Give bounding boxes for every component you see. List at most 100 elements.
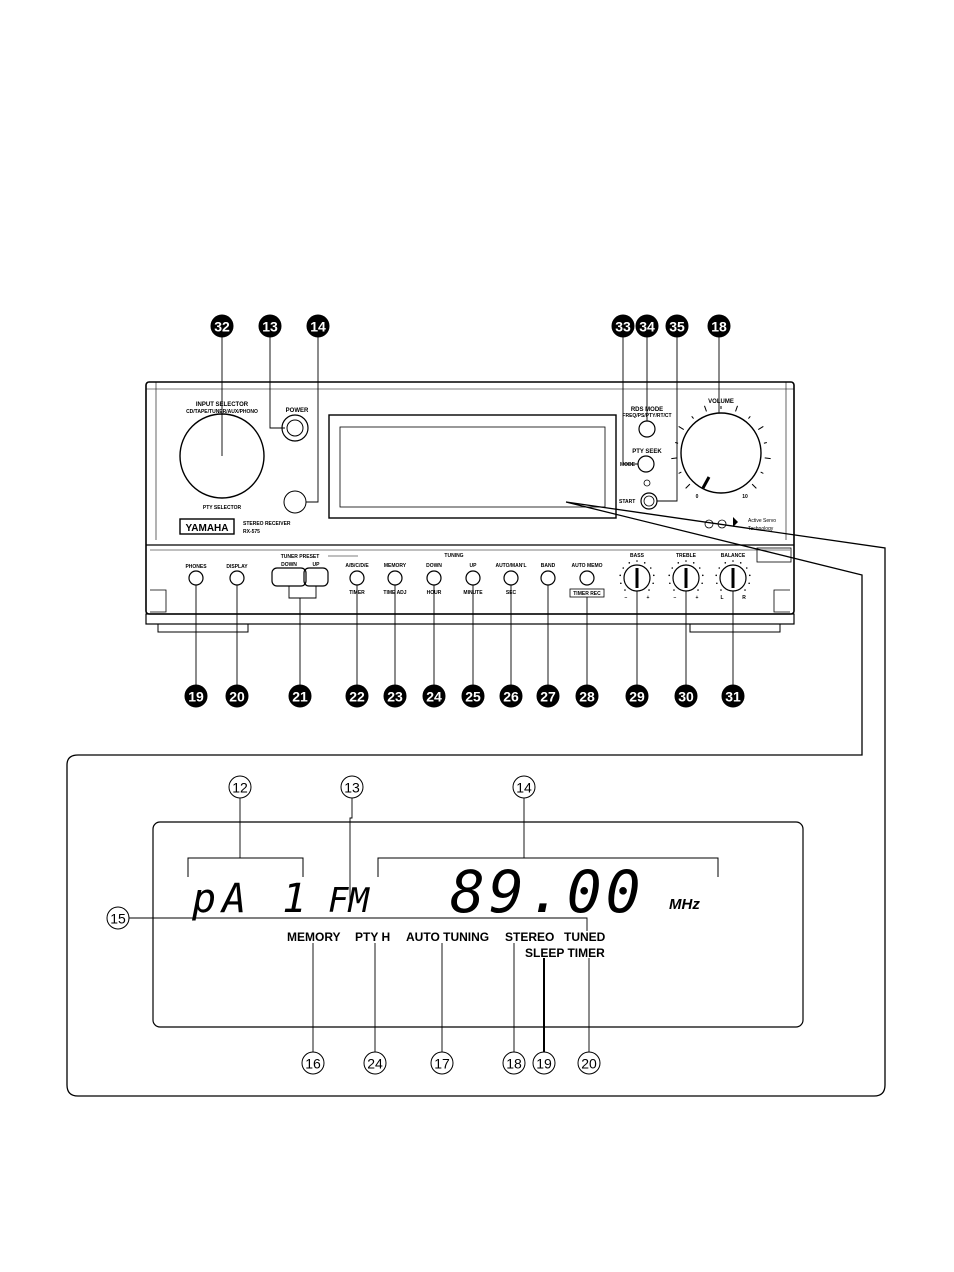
svg-text:28: 28	[579, 689, 595, 705]
band-button[interactable]	[540, 570, 556, 586]
svg-text:35: 35	[669, 319, 685, 335]
tone-scale-dot	[622, 567, 625, 569]
tone-scales	[619, 560, 751, 591]
tone-scale-dot	[677, 562, 680, 564]
display-callout-12: 12	[228, 775, 252, 799]
abcde-timer-button[interactable]	[349, 570, 365, 586]
svg-text:14: 14	[310, 319, 326, 335]
display-callout-16-bottom: 16	[301, 1051, 325, 1075]
label-technology: Technology	[748, 526, 774, 532]
label-auto-manl: AUTO/MAN'L	[495, 563, 526, 569]
callout-14-top: 14	[306, 314, 330, 338]
label-start: START	[619, 499, 635, 505]
tone-scale-dot	[748, 582, 750, 585]
display-preset-digits: pA 1	[191, 876, 312, 922]
display-callout-15: 15	[106, 906, 130, 930]
volume-tick	[751, 483, 757, 489]
svg-text:32: 32	[214, 319, 230, 335]
tone-scale-dot	[744, 589, 746, 591]
label-phones: PHONES	[185, 564, 207, 570]
label-mode: MODE	[620, 462, 636, 468]
foot-right	[689, 623, 781, 633]
indicator-auto-tuning: AUTO TUNING	[406, 930, 489, 944]
pty-seek-indicator	[643, 479, 651, 487]
display-button[interactable]	[229, 570, 245, 586]
label-active-servo: Active Servo	[748, 518, 776, 524]
pty-seek-start-button[interactable]	[640, 492, 658, 510]
tone-scale-dot	[698, 567, 701, 569]
tuning-up-minute-button[interactable]	[465, 570, 481, 586]
power-button[interactable]	[281, 414, 309, 442]
svg-text:13: 13	[344, 780, 360, 796]
callout-19-bottom: 19	[184, 684, 208, 708]
tone-scale-dot	[718, 567, 721, 569]
preset-up-button[interactable]	[303, 567, 329, 587]
volume-tick	[735, 405, 738, 412]
tone-scale-dot	[636, 560, 638, 562]
svg-text:15: 15	[110, 911, 126, 927]
magnifier-outline	[66, 501, 886, 1097]
tone-scale-dot	[624, 589, 626, 591]
svg-text:16: 16	[305, 1056, 321, 1072]
svg-text:22: 22	[349, 689, 365, 705]
svg-text:25: 25	[465, 689, 481, 705]
svg-text:30: 30	[678, 689, 694, 705]
volume-knob[interactable]	[680, 412, 762, 494]
pty-seek-mode-button[interactable]	[637, 455, 655, 473]
label-abcde: A/B/C/D/E	[345, 563, 369, 569]
tone-scale-dot	[715, 574, 718, 577]
volume-tick	[678, 425, 685, 431]
tone-scale-dot	[673, 589, 675, 591]
label-treble-minus: −	[674, 595, 677, 601]
display-frame	[152, 821, 804, 1028]
label-timer-rec: TIMER REC	[573, 591, 601, 597]
callout-18-top: 18	[707, 314, 731, 338]
tone-scale-dot	[701, 574, 704, 577]
tone-scale-dot	[701, 582, 703, 585]
foot-left	[157, 623, 249, 633]
callout-23-bottom: 23	[383, 684, 407, 708]
callout-25-bottom: 25	[461, 684, 485, 708]
indicator-sleep-timer: SLEEP TIMER	[525, 946, 605, 960]
tone-scale-dot	[628, 562, 631, 564]
auto-memo-timer-rec-button[interactable]	[579, 570, 595, 586]
callout-13-top: 13	[258, 314, 282, 338]
remote-sensor	[283, 490, 307, 514]
svg-text:18: 18	[506, 1056, 522, 1072]
callout-35-top: 35	[665, 314, 689, 338]
svg-text:21: 21	[292, 689, 308, 705]
memory-time-adj-button[interactable]	[387, 570, 403, 586]
tone-scale-dot	[732, 560, 734, 562]
label-display: DISPLAY	[226, 564, 248, 570]
label-model: RX-575	[243, 529, 260, 535]
label-pty-seek: PTY SEEK	[632, 449, 662, 455]
label-auto-memo: AUTO MEMO	[571, 563, 602, 569]
auto-manl-sec-button[interactable]	[503, 570, 519, 586]
label-stereo-receiver: STEREO RECEIVER	[243, 521, 291, 527]
tuning-down-hour-button[interactable]	[426, 570, 442, 586]
volume-scale	[671, 405, 771, 489]
label-balance: BALANCE	[721, 553, 746, 559]
svg-text:12: 12	[232, 780, 248, 796]
label-volume-min: 0	[696, 494, 699, 500]
phones-jack[interactable]	[188, 570, 204, 586]
indicator-tuned: TUNED	[564, 930, 606, 944]
svg-text:24: 24	[367, 1056, 383, 1072]
preset-down-button[interactable]	[271, 567, 307, 587]
display-callout-20-bottom: 20	[577, 1051, 601, 1075]
svg-text:13: 13	[262, 319, 278, 335]
display-unit: MHz	[669, 896, 700, 913]
volume-tick	[764, 457, 771, 460]
svg-text:27: 27	[540, 689, 556, 705]
indicator-stereo: STEREO	[505, 930, 554, 944]
callout-34-top: 34	[635, 314, 659, 338]
rds-mode-button[interactable]	[638, 420, 656, 438]
volume-pointer	[701, 476, 711, 489]
callout-33-top: 33	[611, 314, 635, 338]
tone-scale-dot	[652, 574, 655, 577]
indicator-memory: MEMORY	[287, 930, 341, 944]
tone-scale-dot	[692, 562, 695, 564]
volume-tick	[704, 405, 707, 412]
svg-text:19: 19	[536, 1056, 552, 1072]
svg-text:29: 29	[629, 689, 645, 705]
